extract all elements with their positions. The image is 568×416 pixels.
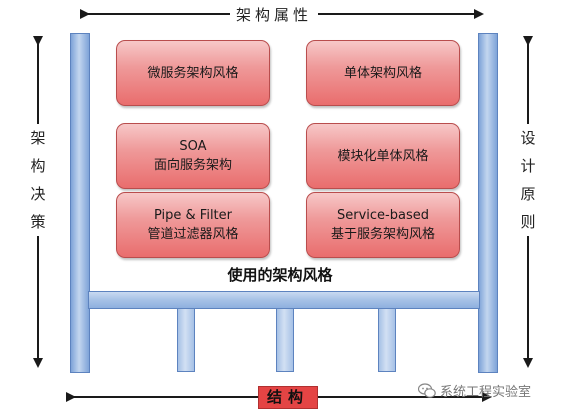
support-leg [378,308,396,372]
box-line-2: 管道过滤器风格 [147,227,239,242]
right-axis-char: 计 [520,157,536,175]
style-box-microservices: 微服务架构风格 [116,40,270,106]
box-line-1: SOA [179,139,207,154]
wechat-icon [418,382,436,398]
structure-label: 结构 [258,386,318,409]
box-line-1: Service-based [337,208,429,223]
right-axis-char: 设 [520,129,536,147]
box-line-1: Pipe & Filter [153,208,232,223]
box-line-1: 单体架构风格 [343,65,422,81]
right-axis-char: 原 [520,185,536,203]
left-pillar [70,33,90,373]
diagram-caption: 使用的架构风格 [227,266,333,284]
support-leg [276,308,294,372]
box-line-2: 基于服务架构风格 [330,227,435,242]
style-box-monolith: 单体架构风格 [306,40,460,106]
box-line-2: 面向服务架构 [153,158,232,173]
left-axis-label: 架 构 决 策 [28,124,48,236]
watermark: 系统工程实验室 [418,381,531,400]
horizontal-beam [88,291,480,309]
left-axis-char: 策 [30,213,46,231]
top-axis-label: 架构属性 [230,4,319,25]
style-box-soa: SOA 面向服务架构 [116,123,270,189]
watermark-text: 系统工程实验室 [440,385,532,400]
support-leg [177,308,195,372]
style-box-pipe-filter: Pipe & Filter 管道过滤器风格 [116,192,270,258]
left-axis-char: 决 [30,185,46,203]
left-axis-char: 架 [30,129,46,147]
style-box-modular-monolith: 模块化单体风格 [306,123,460,189]
style-box-service-based: Service-based 基于服务架构风格 [306,192,460,258]
box-line-1: 微服务架构风格 [147,65,239,81]
right-pillar [478,33,498,373]
box-line-1: 模块化单体风格 [337,148,429,164]
right-axis-char: 则 [520,213,536,231]
right-axis-label: 设 计 原 则 [518,124,538,236]
left-axis-char: 构 [30,157,46,175]
